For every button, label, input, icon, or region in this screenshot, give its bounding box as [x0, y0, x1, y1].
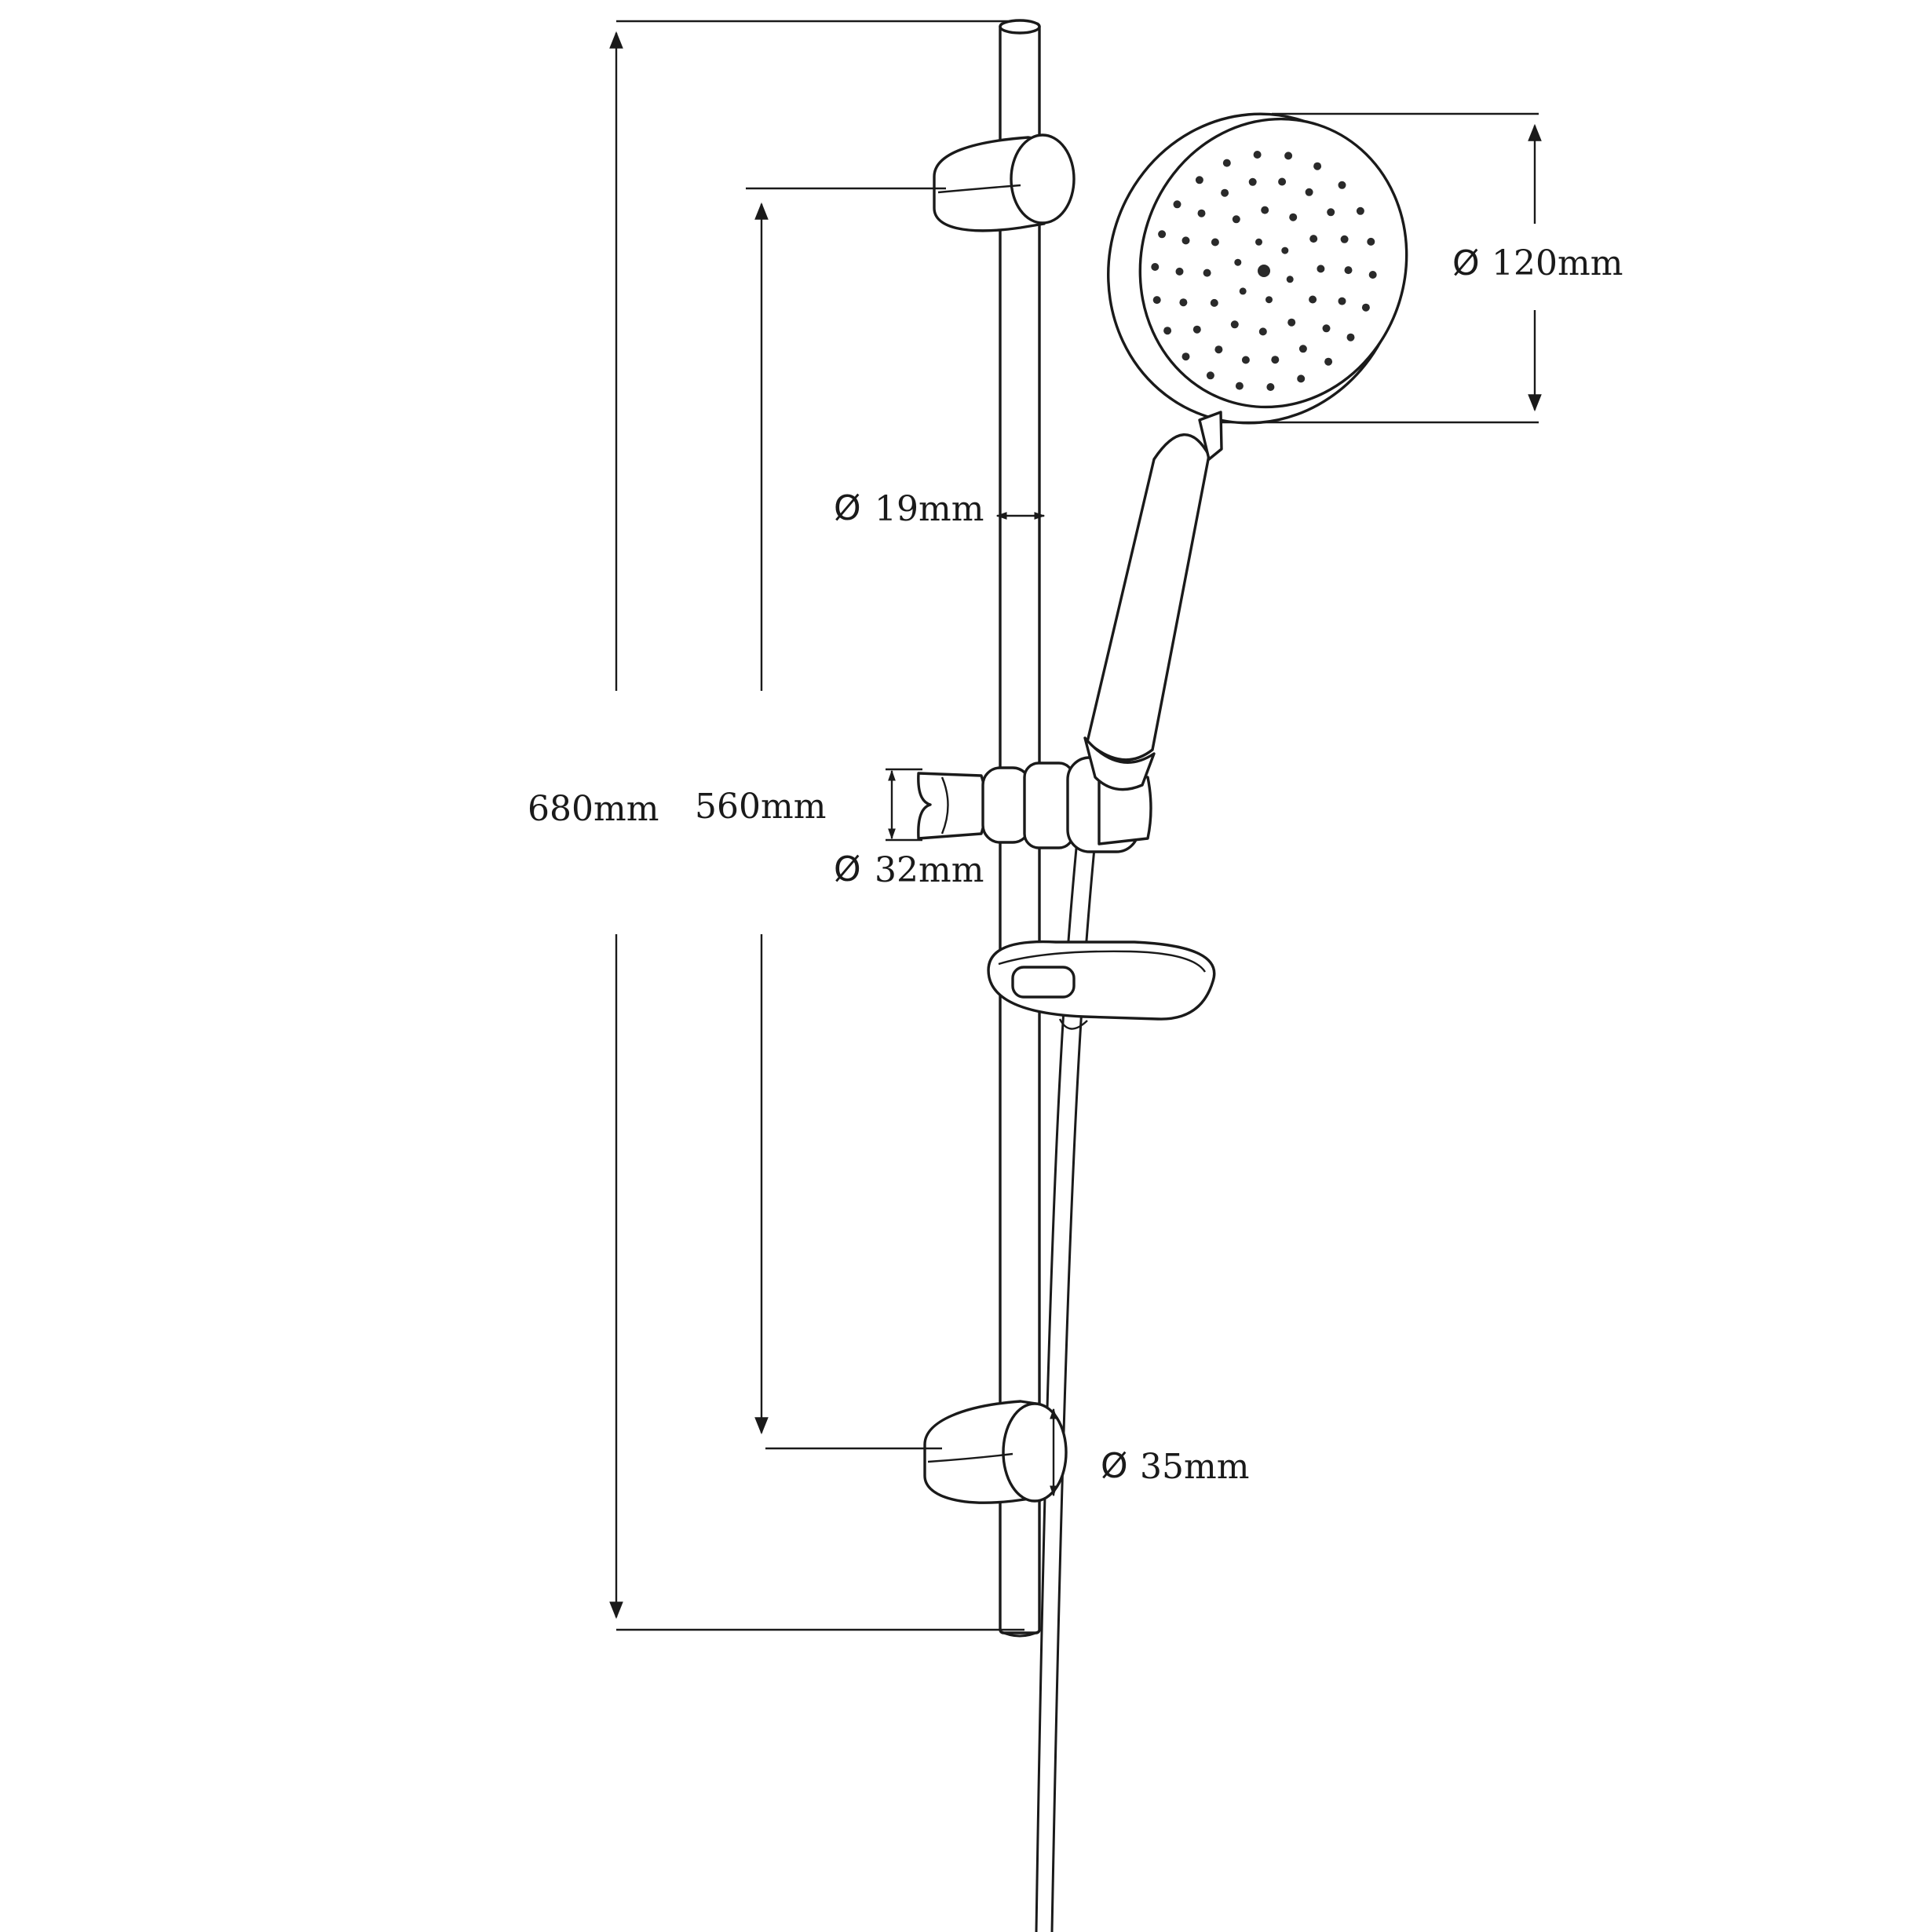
spray-nozzle	[1203, 268, 1211, 277]
dimension-head-diameter: Ø 120mm	[1221, 112, 1623, 424]
spray-nozzle	[1222, 159, 1231, 167]
spray-nozzle	[1327, 208, 1335, 217]
dimension-overall-height: 680mm	[528, 20, 1024, 1631]
spray-nozzle	[1239, 287, 1247, 295]
spray-nozzle	[1181, 236, 1190, 245]
spray-nozzle	[1297, 374, 1306, 383]
spray-nozzle	[1192, 325, 1201, 334]
spray-nozzle	[1278, 177, 1287, 186]
spray-nozzle	[1322, 324, 1331, 333]
dimension-bracket-spacing: 560mm	[695, 187, 946, 1450]
spray-nozzle	[1309, 295, 1317, 304]
spray-nozzle	[1309, 235, 1318, 243]
spray-nozzle	[1151, 263, 1160, 271]
bracket-diameter-symbol: Ø	[1101, 1446, 1128, 1486]
soap-dish	[987, 940, 1216, 1030]
slider-diameter-label: 32mm	[875, 850, 984, 890]
spray-nozzle	[1248, 177, 1257, 186]
spray-nozzle	[1235, 382, 1244, 390]
dimension-slider-diameter: Ø 32mm	[834, 768, 984, 890]
spray-nozzle	[1344, 266, 1353, 275]
spray-nozzle	[1255, 238, 1262, 246]
spray-nozzle	[1284, 152, 1293, 160]
spray-nozzle	[1298, 345, 1307, 353]
bottom-wall-bracket	[923, 1400, 1068, 1504]
spray-nozzle	[1305, 188, 1313, 196]
head-diameter-label: 120mm	[1492, 243, 1623, 283]
spray-nozzle	[1234, 258, 1242, 266]
spray-nozzle	[1211, 238, 1219, 247]
dimension-bracket-diameter: Ø 35mm	[1050, 1408, 1249, 1497]
spray-nozzle	[1368, 271, 1377, 279]
adjustable-slider	[917, 756, 1152, 853]
spray-nozzle	[1313, 162, 1322, 170]
spray-nozzle	[1158, 230, 1167, 239]
spray-nozzle	[1163, 327, 1172, 335]
spray-nozzle	[1338, 297, 1346, 305]
head-diameter-symbol: Ø	[1452, 243, 1480, 283]
spray-nozzle	[1152, 296, 1161, 305]
spray-nozzle	[1241, 356, 1250, 364]
spray-nozzle	[1221, 188, 1229, 197]
spray-nozzle	[1356, 206, 1364, 215]
rail-diameter-label: 19mm	[875, 489, 984, 529]
spray-nozzle	[1195, 176, 1203, 184]
rail-diameter-symbol: Ø	[834, 488, 861, 528]
spray-nozzle	[1317, 265, 1325, 273]
spray-nozzle	[1367, 237, 1375, 246]
spray-nozzle	[1266, 383, 1275, 391]
spray-nozzle	[1232, 215, 1240, 224]
spray-nozzle	[1230, 320, 1239, 329]
spray-nozzle	[1286, 276, 1294, 283]
overall-height-label: 680mm	[528, 789, 659, 829]
dimension-rail-diameter: Ø 19mm	[834, 488, 1046, 529]
spray-nozzles	[1151, 151, 1377, 391]
shower-hose	[1035, 839, 1097, 1932]
spray-nozzle	[1181, 352, 1190, 361]
spray-nozzle	[1197, 209, 1206, 217]
spray-nozzle	[1271, 356, 1280, 364]
slider-diameter-symbol: Ø	[834, 849, 861, 889]
spray-nozzle	[1281, 247, 1289, 254]
spray-nozzle	[1289, 213, 1298, 221]
spray-nozzle	[1346, 333, 1355, 341]
bracket-spacing-label: 560mm	[695, 787, 826, 827]
spray-nozzle	[1361, 303, 1370, 312]
spray-nozzle	[1265, 296, 1273, 304]
spray-nozzle	[1214, 345, 1223, 354]
spray-nozzle	[1340, 235, 1349, 243]
spray-nozzle	[1206, 371, 1214, 380]
spray-nozzle	[1261, 206, 1269, 214]
spray-nozzle	[1287, 318, 1296, 327]
spray-nozzle	[1173, 200, 1181, 209]
spray-nozzle	[1179, 298, 1188, 307]
top-wall-bracket	[933, 133, 1076, 232]
spray-nozzle	[1324, 357, 1333, 366]
spray-nozzle	[1175, 267, 1184, 276]
spray-nozzle	[1258, 265, 1270, 277]
spray-nozzle	[1253, 151, 1262, 159]
spray-nozzle	[1258, 327, 1267, 336]
bracket-diameter-label: 35mm	[1140, 1447, 1249, 1487]
spray-nozzle	[1338, 181, 1346, 189]
hand-shower	[1083, 112, 1408, 791]
spray-nozzle	[1210, 298, 1218, 307]
